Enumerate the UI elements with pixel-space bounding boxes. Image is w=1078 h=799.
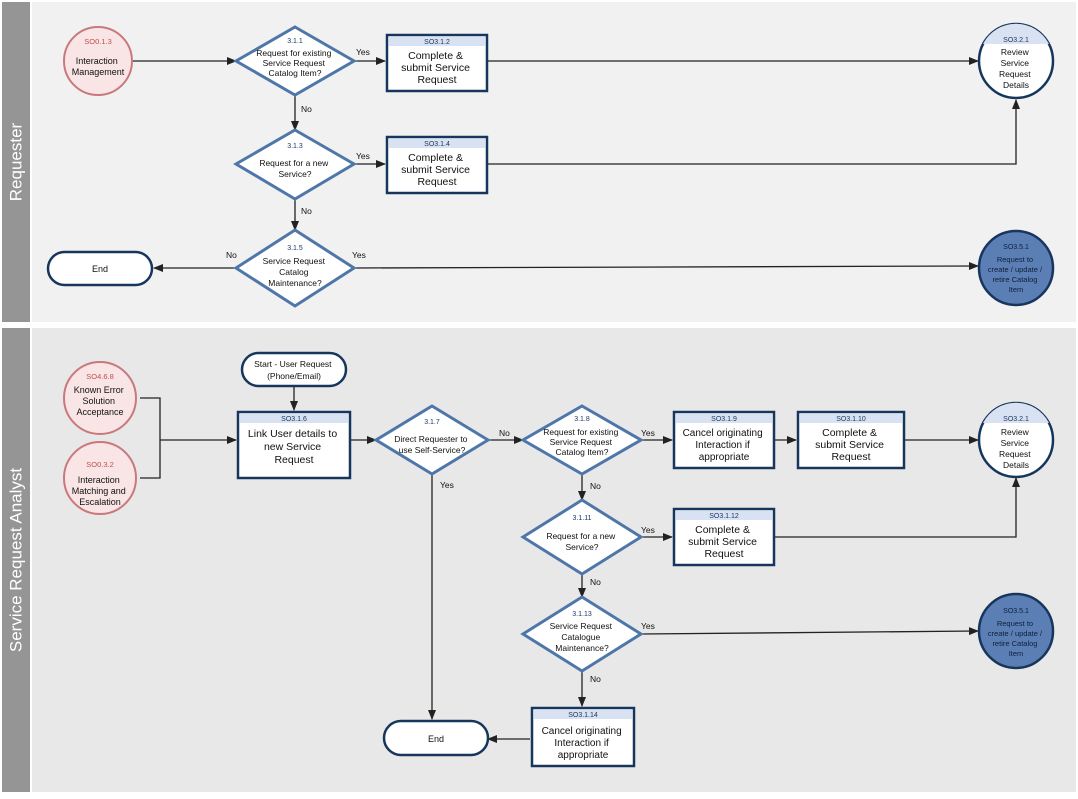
end-terminator[interactable]: End xyxy=(382,719,490,757)
process-so3-1-9[interactable]: SO3.1.9 Cancel originating Interaction i… xyxy=(672,410,776,470)
lane-analyst-header xyxy=(2,328,30,792)
node-label: Request for a new Service? xyxy=(259,158,330,179)
lane-analyst-title: Service Request Analyst xyxy=(7,468,26,653)
external-interaction-matching[interactable]: SO0.3.2 Interaction Matching and Escalat… xyxy=(63,441,137,515)
decision-3-1-8[interactable]: 3.1.8 Request for existing Service Reque… xyxy=(519,404,645,476)
yes-label: Yes xyxy=(356,47,370,57)
decision-3-1-3[interactable]: 3.1.3 Request for a new Service? xyxy=(233,128,357,201)
process-review-so3-2-1[interactable]: SO3.2.1 Review Service Request Details xyxy=(977,22,1055,100)
node-id: SO3.1.12 xyxy=(709,513,739,520)
node-label: Request for existing Service Request Cat… xyxy=(543,427,621,457)
node-label: Complete & submit Service Request xyxy=(401,50,473,86)
node-label: Complete & submit Service Request xyxy=(688,524,760,560)
node-label: Direct Requester to use Self-Service? xyxy=(394,434,470,455)
node-label: Link User details to new Service Request xyxy=(248,428,340,466)
node-id: SO3.1.6 xyxy=(281,416,307,423)
node-id: SO0.1.3 xyxy=(84,37,112,46)
start-terminator[interactable]: Start - User Request (Phone/Email) xyxy=(240,351,348,388)
no-label: No xyxy=(301,104,312,114)
connector xyxy=(487,99,1020,165)
node-label: Request for existing Service Request Cat… xyxy=(256,48,334,78)
no-label: No xyxy=(499,428,510,438)
decision-3-1-5[interactable]: 3.1.5 Service Request Catalog Maintenanc… xyxy=(233,228,357,308)
decision-3-1-11[interactable]: 3.1.11 Request for a new Service? xyxy=(520,498,644,576)
connector xyxy=(140,397,161,440)
no-label: No xyxy=(590,674,601,684)
yes-label: Yes xyxy=(641,428,655,438)
node-id: SO0.3.2 xyxy=(86,460,114,469)
lane-requester-title: Requester xyxy=(7,122,26,201)
connector xyxy=(140,440,161,479)
yes-label: Yes xyxy=(641,525,655,535)
node-label: Request to create / update / retire Cata… xyxy=(988,619,1044,658)
node-id: 3.1.3 xyxy=(287,143,303,150)
end-terminator[interactable]: End xyxy=(46,250,154,287)
node-label: End xyxy=(428,734,444,744)
node-id: 3.1.5 xyxy=(287,245,303,252)
node-label: Known Error Solution Acceptance xyxy=(74,385,127,417)
node-id: SO3.1.9 xyxy=(711,416,737,423)
node-id: SO3.2.1 xyxy=(1003,37,1029,44)
yes-label: Yes xyxy=(356,151,370,161)
node-id: 3.1.13 xyxy=(572,611,592,618)
node-id: SO3.1.10 xyxy=(836,416,866,423)
node-label: End xyxy=(92,264,108,274)
process-so3-1-10[interactable]: SO3.1.10 Complete & submit Service Reque… xyxy=(796,410,906,470)
decision-3-1-13[interactable]: 3.1.13 Service Request Catalogue Mainten… xyxy=(520,595,644,673)
offpage-catalog-so3-5-1[interactable]: SO3.5.1 Request to create / update / ret… xyxy=(977,592,1055,670)
offpage-catalog-so3-5-1[interactable]: SO3.5.1 Request to create / update / ret… xyxy=(977,229,1055,307)
connector xyxy=(353,262,979,271)
node-label: Start - User Request (Phone/Email) xyxy=(254,359,334,381)
node-id: SO3.1.4 xyxy=(424,141,450,148)
process-so3-1-14[interactable]: SO3.1.14 Cancel originating Interaction … xyxy=(530,706,636,768)
connectors xyxy=(132,57,1020,743)
external-known-error[interactable]: SO4.6.8 Known Error Solution Acceptance xyxy=(63,361,137,435)
node-label: Cancel originating Interaction if approp… xyxy=(683,428,766,463)
node-label: Complete & submit Service Request xyxy=(815,427,887,463)
connector xyxy=(774,477,1020,538)
branch-labels: Yes No Yes No No Yes No Yes Yes No Yes N… xyxy=(226,47,655,684)
process-so3-1-12[interactable]: SO3.1.12 Complete & submit Service Reque… xyxy=(672,507,776,567)
node-label: Cancel originating Interaction if approp… xyxy=(542,726,625,761)
lane-requester-header xyxy=(2,2,30,322)
yes-label: Yes xyxy=(352,250,366,260)
node-label: Service Request Catalogue Maintenance? xyxy=(550,621,615,653)
node-id: SO3.2.1 xyxy=(1003,416,1029,423)
node-label: Interaction Management xyxy=(72,56,125,77)
node-label: Review Service Request Details xyxy=(999,47,1033,90)
decision-3-1-7[interactable]: 3.1.7 Direct Requester to use Self-Servi… xyxy=(373,404,491,476)
process-so3-1-4[interactable]: SO3.1.4 Complete & submit Service Reques… xyxy=(385,135,489,195)
node-id: SO3.5.1 xyxy=(1003,608,1029,615)
node-id: SO4.6.8 xyxy=(86,372,114,381)
node-label: Review Service Request Details xyxy=(999,427,1033,470)
process-review-so3-2-1[interactable]: SO3.2.1 Review Service Request Details xyxy=(977,401,1055,479)
no-label: No xyxy=(590,577,601,587)
node-label: Service Request Catalog Maintenance? xyxy=(263,256,328,288)
connector xyxy=(640,627,979,636)
node-label: Request to create / update / retire Cata… xyxy=(988,255,1044,294)
no-label: No xyxy=(226,250,237,260)
node-label: Complete & submit Service Request xyxy=(401,152,473,188)
no-label: No xyxy=(590,481,601,491)
node-label: Interaction Matching and Escalation xyxy=(72,475,129,507)
process-so3-1-2[interactable]: SO3.1.2 Complete & submit Service Reques… xyxy=(385,33,489,93)
yes-label: Yes xyxy=(641,621,655,631)
node-id: 3.1.7 xyxy=(424,419,440,426)
node-id: 3.1.11 xyxy=(573,515,592,522)
yes-label: Yes xyxy=(440,480,454,490)
node-id: 3.1.1 xyxy=(287,38,303,45)
external-interaction-management[interactable]: SO0.1.3 Interaction Management xyxy=(63,26,133,96)
node-id: SO3.1.2 xyxy=(424,39,450,46)
lane-requester-bg xyxy=(32,2,1076,322)
node-id: 3.1.8 xyxy=(574,416,590,423)
node-label: Request for a new Service? xyxy=(546,531,617,552)
node-id: SO3.1.14 xyxy=(568,712,598,719)
process-so3-1-6[interactable]: SO3.1.6 Link User details to new Service… xyxy=(236,410,352,480)
node-id: SO3.5.1 xyxy=(1003,244,1029,251)
no-label: No xyxy=(301,206,312,216)
decision-3-1-1[interactable]: 3.1.1 Request for existing Service Reque… xyxy=(232,25,358,97)
